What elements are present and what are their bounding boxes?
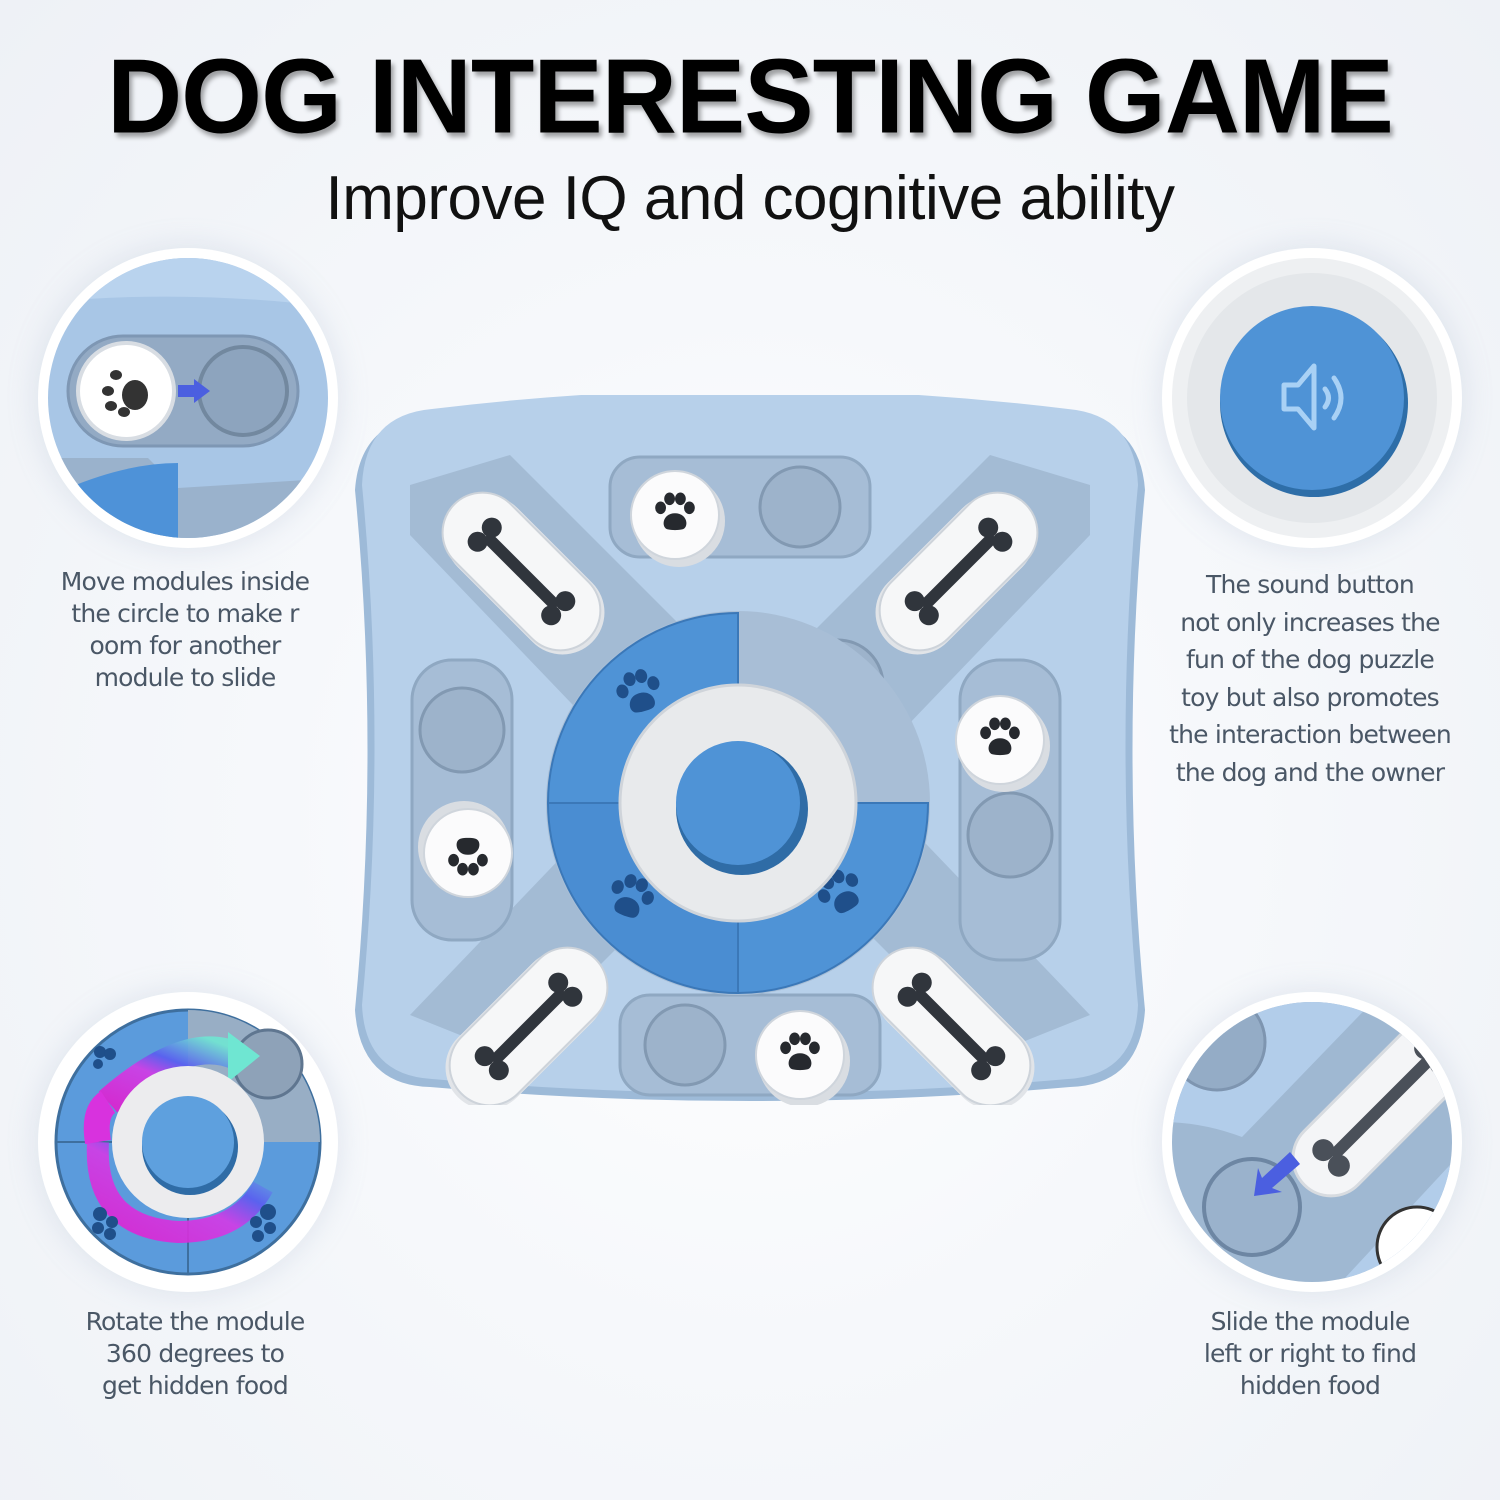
- caption-line: left or right to find: [1203, 1339, 1417, 1368]
- caption-slide-module: Move modules inside the circle to make r…: [30, 566, 340, 694]
- caption-sound-button: The sound button not only increases the …: [1140, 566, 1480, 791]
- caption-line: module to slide: [94, 663, 277, 692]
- puzzle-board-illustration: [355, 389, 1145, 1105]
- caption-slide-bone: Slide the module left or right to find h…: [1170, 1306, 1450, 1402]
- rotate-module-illustration: [48, 1002, 328, 1282]
- caption-line: 360 degrees to: [105, 1339, 285, 1368]
- caption-line: toy but also promotes: [1181, 682, 1440, 712]
- caption-rotate-module: Rotate the module 360 degrees to get hid…: [40, 1306, 350, 1402]
- paw-icon: [102, 370, 148, 417]
- caption-line: the dog and the owner: [1175, 757, 1445, 787]
- feature-bubble-slide-module: [38, 248, 338, 548]
- caption-line: Rotate the module: [85, 1307, 306, 1336]
- feature-bubble-rotate-module: [38, 992, 338, 1292]
- caption-line: fun of the dog puzzle: [1186, 645, 1435, 674]
- paw-icon: [92, 1046, 276, 1242]
- page-title: DOG INTERESTING GAME: [107, 37, 1394, 157]
- caption-line: the circle to make r: [71, 599, 299, 628]
- caption-line: oom for another: [89, 631, 282, 660]
- page-subtitle: Improve IQ and cognitive ability: [325, 164, 1175, 233]
- feature-bubble-slide-bone: [1162, 992, 1462, 1292]
- caption-line: get hidden food: [102, 1371, 289, 1400]
- rotating-module: [546, 611, 930, 995]
- slide-bone-illustration: [1172, 1002, 1452, 1282]
- sound-button-illustration: [1172, 258, 1452, 538]
- caption-line: not only increases the: [1180, 607, 1440, 637]
- caption-line: Slide the module: [1210, 1307, 1411, 1336]
- caption-line: The sound button: [1206, 570, 1415, 599]
- caption-line: the interaction between: [1169, 720, 1452, 749]
- caption-line: hidden food: [1239, 1371, 1381, 1400]
- puzzle-toy-product: [340, 389, 1160, 1105]
- caption-line: Move modules inside: [60, 567, 310, 596]
- feature-bubble-sound-button: [1162, 248, 1462, 548]
- speaker-icon: [1281, 363, 1344, 431]
- rotate-arrow-icon: [228, 1032, 260, 1082]
- arrow-right-icon: [178, 379, 210, 403]
- arrow-down-left-icon: [1254, 1152, 1300, 1196]
- slide-module-illustration: [48, 258, 328, 538]
- center-button: [676, 741, 800, 865]
